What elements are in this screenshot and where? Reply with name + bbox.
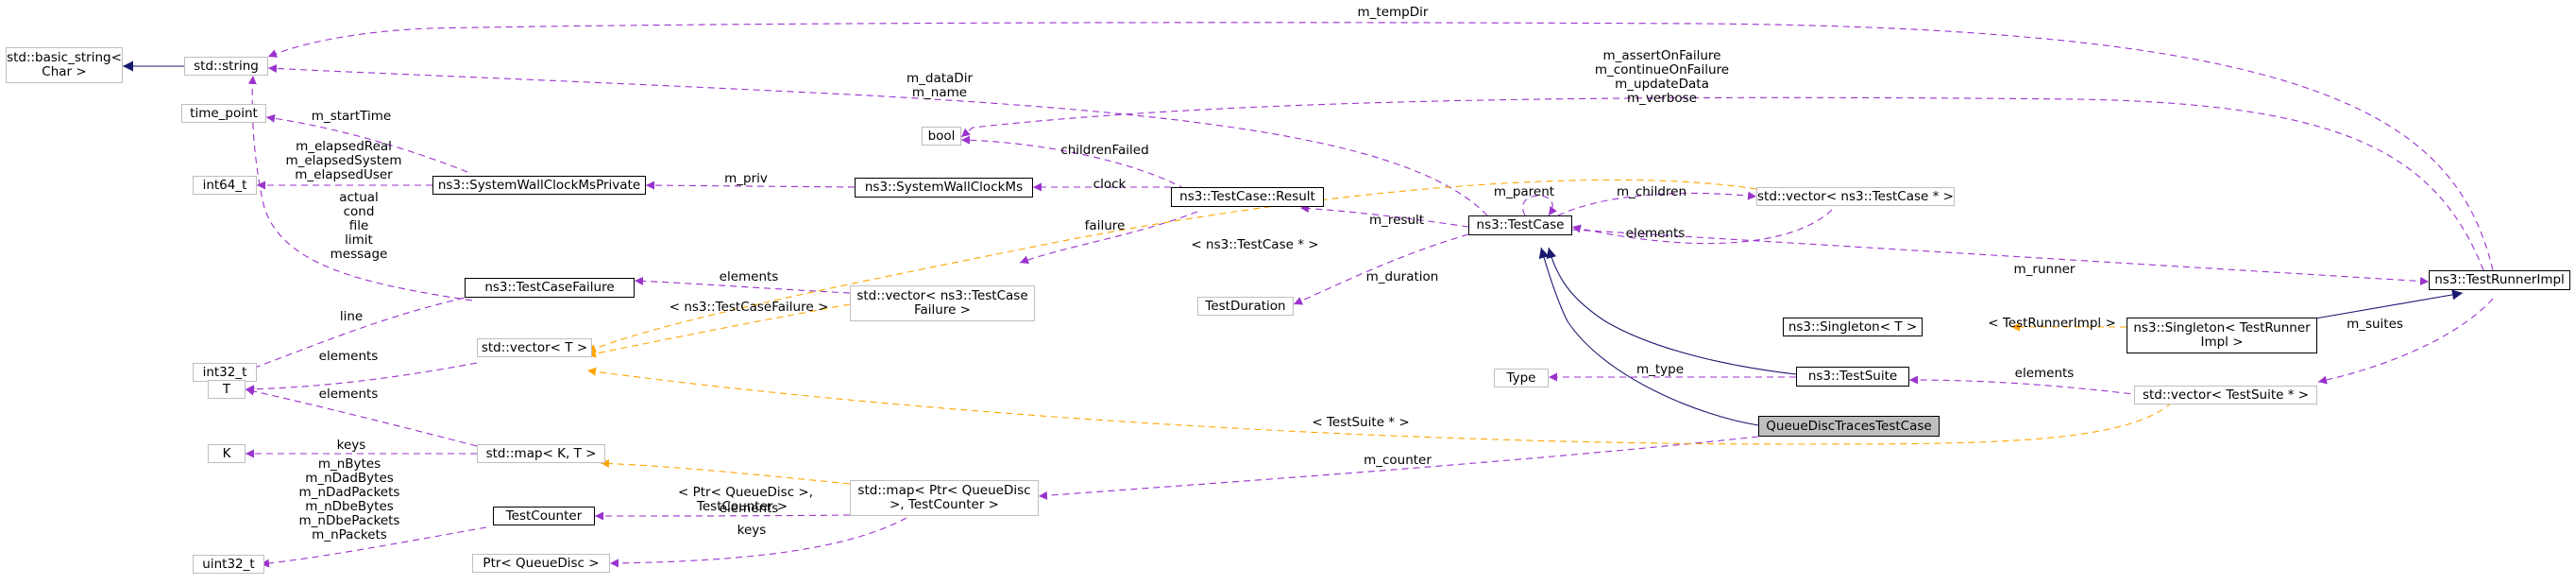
edge-line [246, 292, 487, 372]
edge-m-children [1557, 191, 1757, 216]
label-m-suites: m_suites [2347, 317, 2403, 332]
node-ptr-queue-disc[interactable]: Ptr< QueueDisc > [472, 554, 610, 573]
label-runner-bools: m_assertOnFailure m_continueOnFailure m_… [1594, 48, 1730, 106]
node-type[interactable]: Type [1494, 369, 1549, 387]
node-system-wall-clock-ms[interactable]: ns3::SystemWallClockMs [855, 178, 1033, 198]
label-line: line [339, 309, 364, 324]
node-vector-t[interactable]: std::vector< T > [477, 338, 592, 357]
label-vector-t-elements: elements [318, 349, 379, 364]
label-counters: m_nBytes m_nDadBytes m_nDadPackets m_nDb… [298, 456, 400, 542]
edge-failure [1019, 211, 1198, 265]
node-uint32[interactable]: uint32_t [193, 555, 264, 574]
label-failure: failure [1084, 218, 1126, 233]
label-m-children: m_children [1616, 184, 1687, 199]
node-map-ptr-queue-disc-test-counter[interactable]: std::map< Ptr< QueueDisc >, TestCounter … [850, 480, 1039, 516]
label-elapsed: m_elapsedReal m_elapsedSystem m_elapsedU… [285, 139, 402, 182]
edge-suite-elements [1908, 375, 2143, 396]
label-m-runner: m_runner [2013, 262, 2076, 277]
label-vector-test-case-elements: elements [1625, 226, 1686, 241]
edge-vt-elements [245, 362, 478, 394]
edge-tpl-testsuite [586, 367, 2173, 445]
label-m-starttime: m_startTime [311, 109, 392, 124]
node-test-suite[interactable]: ns3::TestSuite [1796, 367, 1909, 387]
label-failure-elements: elements [719, 269, 779, 284]
edge-keys-ptr [609, 517, 907, 568]
edge-testsuite-inherits-testcase [1546, 247, 1797, 375]
edge-children-failed [960, 135, 1186, 190]
edge-counter-elements [594, 511, 851, 521]
edge-runner-bools [960, 96, 2484, 271]
node-basic-string[interactable]: std::basic_string< Char > [6, 47, 123, 83]
node-bool[interactable]: bool [922, 127, 961, 146]
node-singleton-test-runner-impl[interactable]: ns3::Singleton< TestRunner Impl > [2127, 318, 2317, 353]
label-suite-elements: elements [2014, 366, 2075, 381]
label-keys-ptr: keys [737, 523, 767, 538]
label-keys-k: keys [336, 438, 366, 453]
edge-vec-tc-elements [1571, 209, 1833, 245]
edge-tpl-failure [586, 303, 851, 358]
label-m-type: m_type [1635, 362, 1685, 377]
node-vector-test-case-failure[interactable]: std::vector< ns3::TestCase Failure > [850, 285, 1035, 321]
edge-tpl-testcase [586, 179, 1757, 353]
node-test-case-result[interactable]: ns3::TestCase::Result [1171, 187, 1324, 207]
node-vector-test-case-ptr[interactable]: std::vector< ns3::TestCase * > [1756, 187, 1955, 206]
node-map-k-t[interactable]: std::map< K, T > [477, 444, 605, 463]
node-time-point[interactable]: time_point [181, 104, 266, 123]
edge-data-dir-name [267, 63, 1488, 216]
label-clock: clock [1093, 177, 1127, 192]
edge-tpl-ptr-counter [600, 458, 851, 485]
node-test-case[interactable]: ns3::TestCase [1468, 215, 1572, 235]
edge-m-runner [1571, 229, 2430, 285]
node-std-string[interactable]: std::string [184, 57, 268, 76]
edge-counters [260, 526, 487, 568]
node-t[interactable]: T [208, 380, 246, 399]
edge-failure-elements [634, 276, 851, 294]
label-m-tempdir: m_tempDir [1357, 5, 1429, 20]
node-k[interactable]: K [208, 444, 246, 463]
label-m-duration: m_duration [1365, 269, 1439, 284]
label-m-priv: m_priv [724, 171, 768, 186]
edge-failure-strings [247, 75, 473, 301]
label-tpl-test-case-failure: < ns3::TestCaseFailure > [669, 300, 829, 315]
label-tpl-test-case: < ns3::TestCase * > [1191, 237, 1319, 252]
node-test-case-failure[interactable]: ns3::TestCaseFailure [465, 278, 635, 298]
label-children-failed: childrenFailed [1060, 143, 1149, 158]
label-m-counter: m_counter [1364, 453, 1432, 468]
edge-m-result [1299, 204, 1469, 228]
label-data-dir-name: m_dataDir m_name [906, 71, 973, 100]
label-m-result: m_result [1368, 213, 1425, 228]
node-int32[interactable]: int32_t [193, 363, 257, 382]
edge-queue-disc-traces-inherits-testcase [1538, 247, 1759, 426]
node-singleton-t[interactable]: ns3::Singleton< T > [1783, 318, 1923, 336]
node-test-counter[interactable]: TestCounter [493, 507, 595, 525]
node-queue-disc-traces-test-case[interactable]: QueueDiscTracesTestCase [1758, 416, 1940, 437]
label-failure-strings: actual cond file limit message [330, 190, 388, 262]
edge-map-t-elements [245, 387, 478, 447]
node-vector-test-suite-ptr[interactable]: std::vector< TestSuite * > [2134, 386, 2317, 404]
label-tpl-test-runner-impl: < TestRunnerImpl > [1988, 316, 2116, 331]
node-int64[interactable]: int64_t [193, 176, 257, 195]
label-tpl-ptr-counter: < Ptr< QueueDisc >, TestCounter > [678, 485, 814, 514]
edge-m-priv [645, 181, 856, 190]
edge-m-counter [1038, 436, 1759, 500]
edge-m-tempdir [267, 22, 2494, 271]
label-map-t-elements: elements [318, 387, 379, 402]
edge-m-suites [2317, 298, 2494, 385]
node-system-wall-clock-ms-private[interactable]: ns3::SystemWallClockMsPrivate [432, 176, 646, 195]
edge-m-parent [1522, 195, 1557, 216]
node-test-duration[interactable]: TestDuration [1197, 297, 1294, 316]
edge-m-duration [1293, 233, 1469, 305]
node-test-runner-impl[interactable]: ns3::TestRunnerImpl [2429, 270, 2570, 290]
edge-m-starttime [265, 113, 468, 173]
label-m-parent: m_parent [1493, 184, 1555, 199]
label-counter-elements: elements [719, 501, 779, 516]
label-tpl-test-suite: < TestSuite * > [1312, 415, 1410, 430]
